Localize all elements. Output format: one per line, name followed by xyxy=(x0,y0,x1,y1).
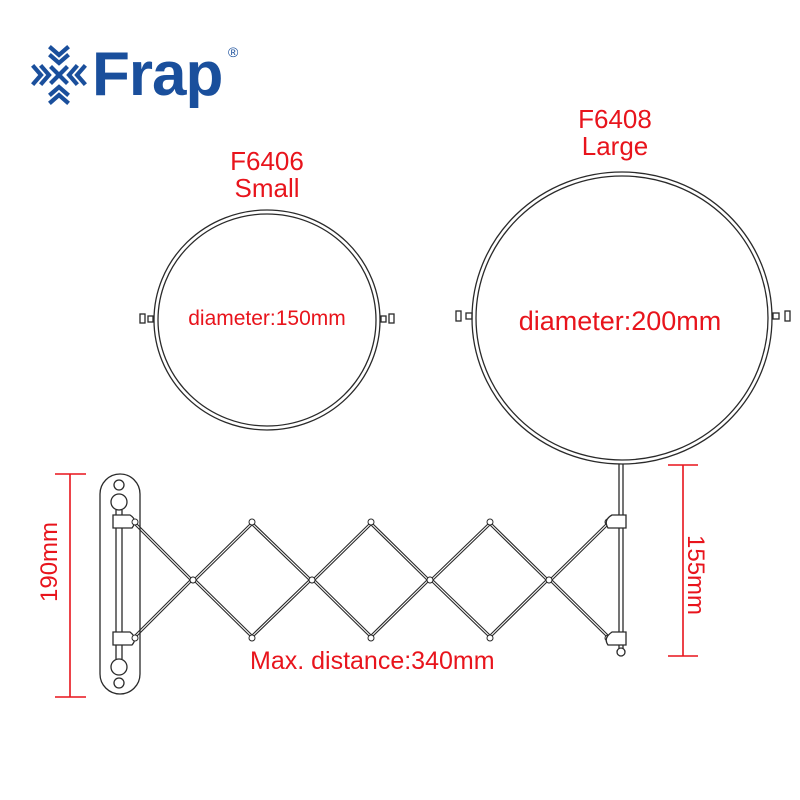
pivot-joints xyxy=(131,518,612,642)
wall-plate xyxy=(99,473,141,695)
large-mirror-outline xyxy=(455,171,791,465)
arm-height-label: 155mm xyxy=(682,535,709,616)
large-mirror-model: F6408 xyxy=(578,104,652,134)
dimension-line-190 xyxy=(55,473,86,698)
brand-logo: Frap ® xyxy=(30,40,250,110)
small-mirror-outline xyxy=(139,209,395,431)
large-mirror-label: F6408 Large xyxy=(555,104,675,162)
max-distance-label: Max. distance:340mm xyxy=(250,647,495,675)
registered-mark: ® xyxy=(228,44,239,60)
mirror-mount-bar xyxy=(605,464,627,657)
brand-name: Frap xyxy=(92,40,223,109)
small-mirror-diameter: diameter:150mm xyxy=(188,307,346,330)
large-mirror-size: Large xyxy=(581,131,649,162)
small-mirror-label: F6406 Small xyxy=(207,146,327,204)
small-mirror-model: F6406 xyxy=(230,146,304,176)
wall-plate-height-label: 190mm xyxy=(36,521,63,602)
scissor-arm xyxy=(134,521,609,639)
snowflake-arrows-icon xyxy=(31,45,87,105)
small-mirror-size: Small xyxy=(234,173,300,204)
large-mirror-diameter: diameter:200mm xyxy=(518,306,722,336)
dimension-line-155 xyxy=(668,464,698,657)
